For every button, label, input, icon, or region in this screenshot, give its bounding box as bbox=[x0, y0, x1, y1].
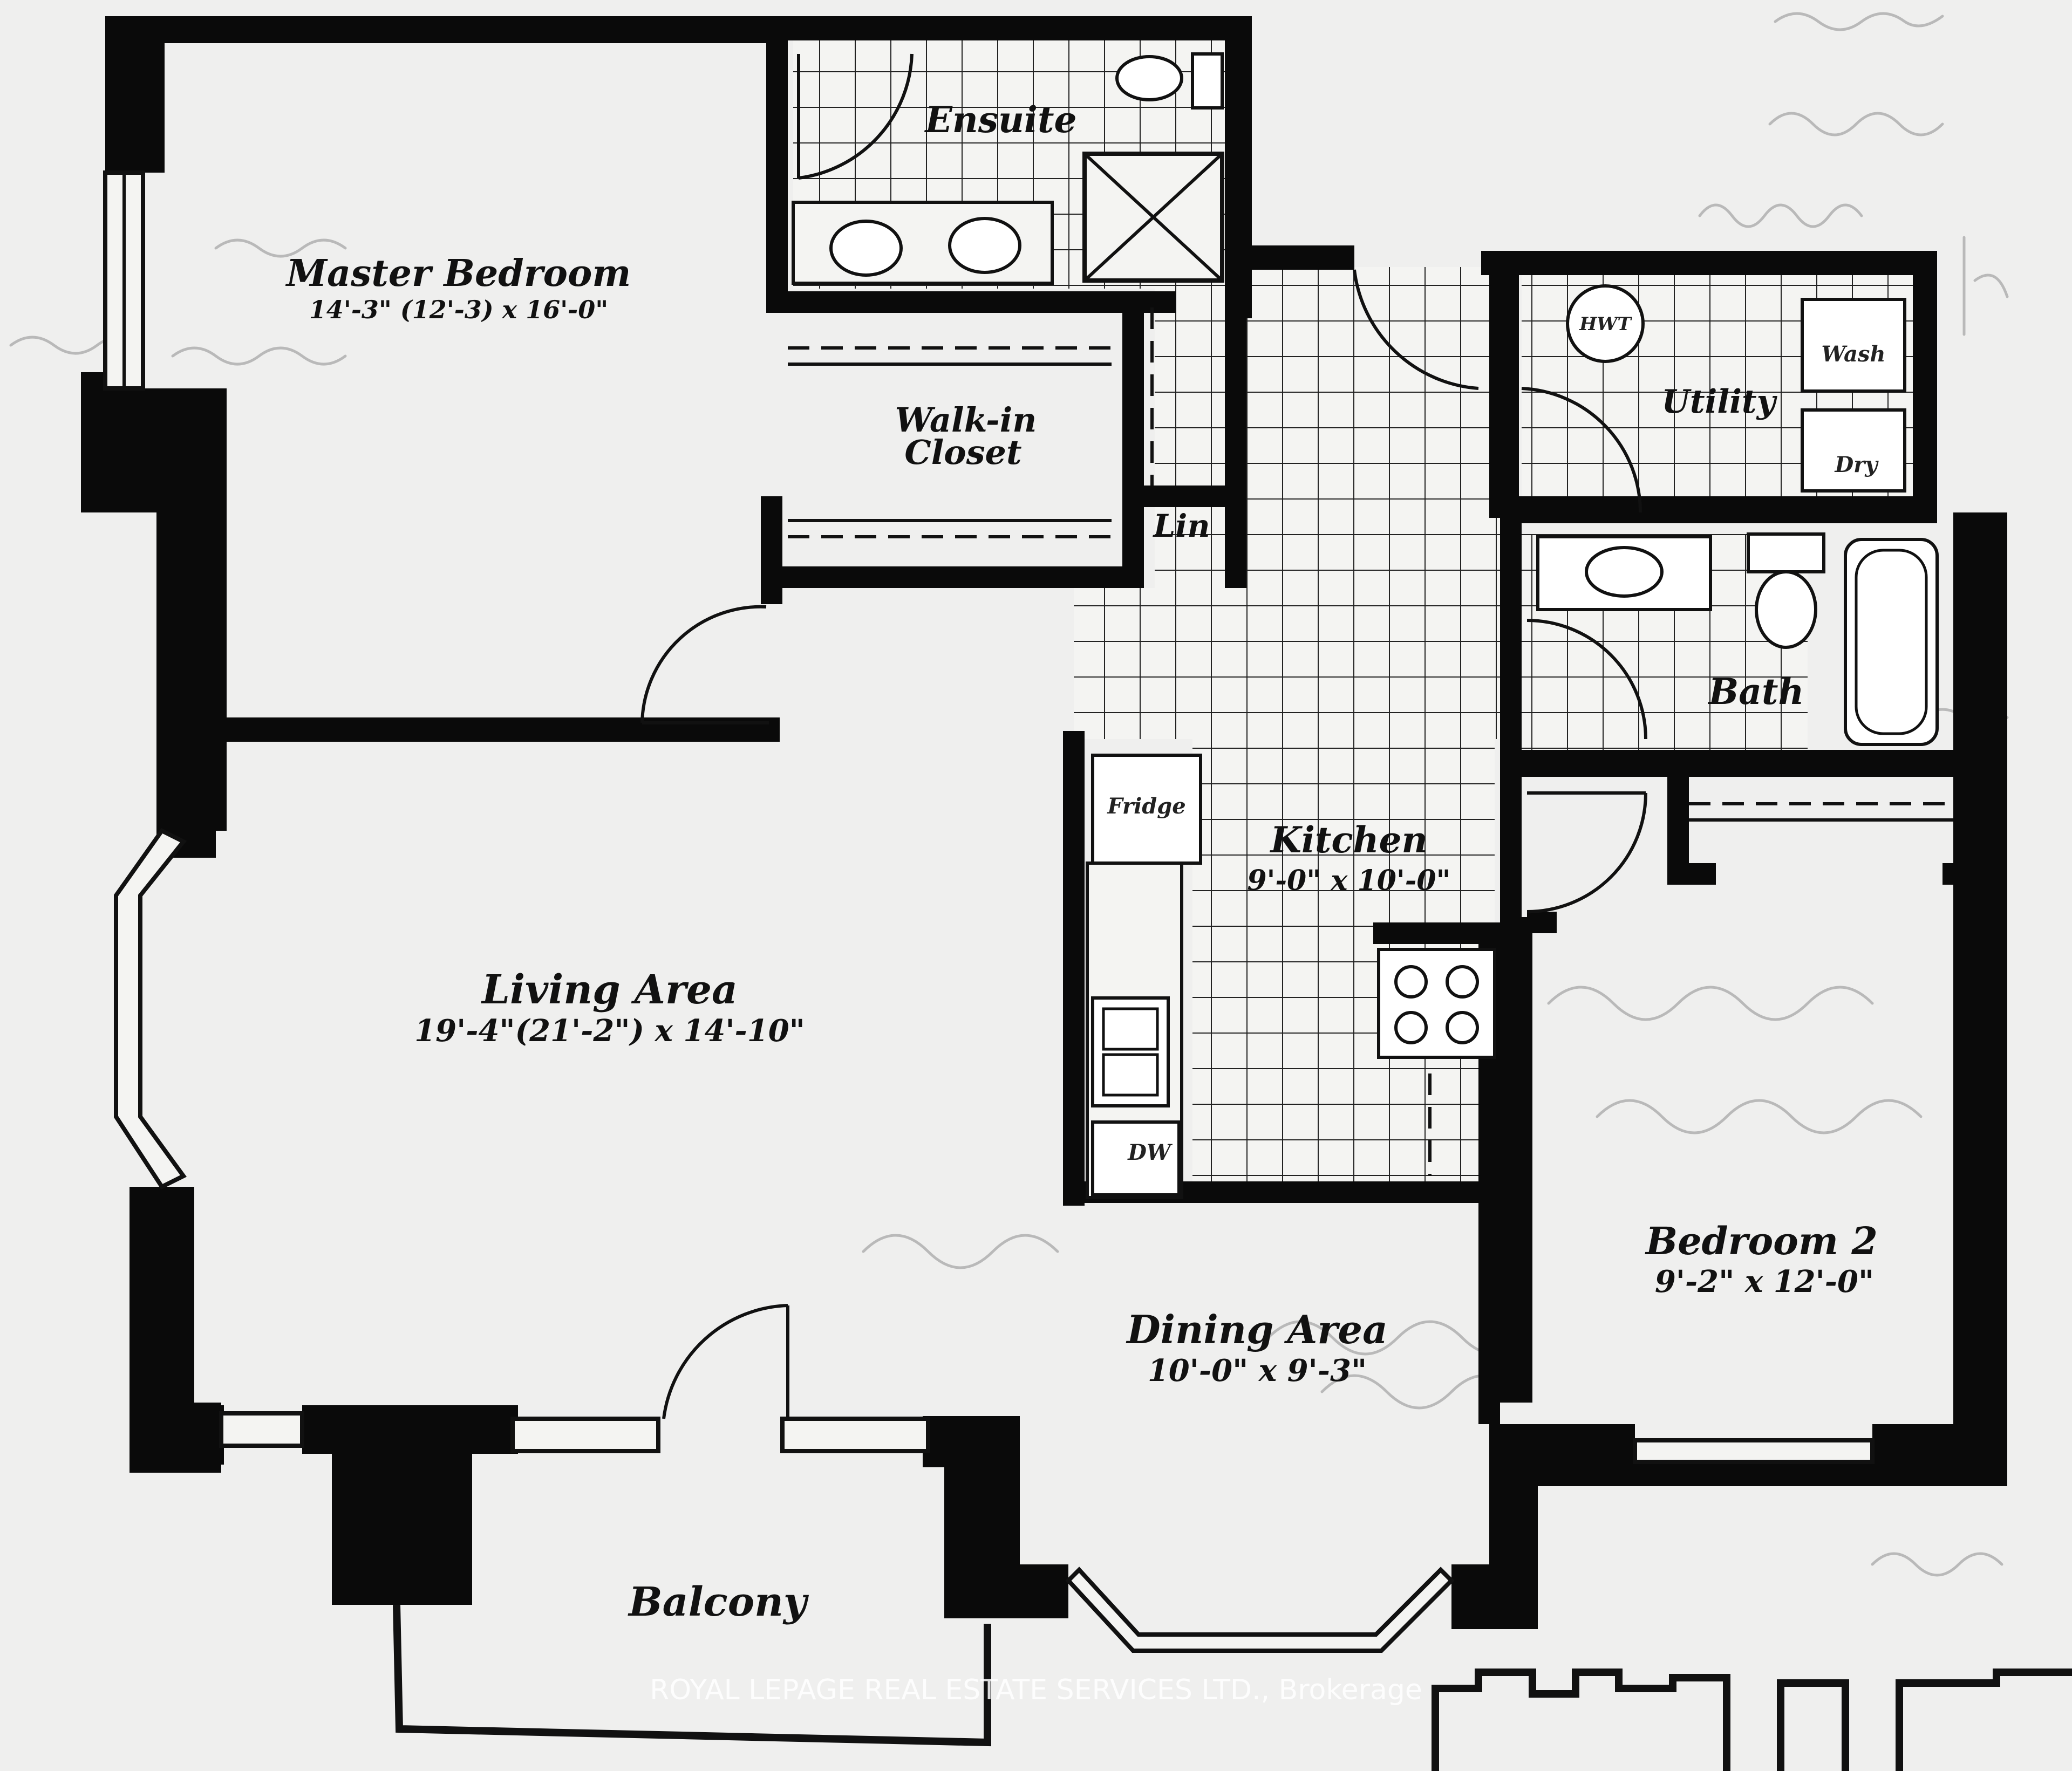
walk-in-closet-name-2: Closet bbox=[904, 433, 1022, 472]
kitchen-fixtures bbox=[1086, 754, 1496, 1199]
bedroom-2-name: Bedroom 2 bbox=[1645, 1219, 1878, 1263]
utility-name: Utility bbox=[1662, 383, 1778, 421]
living-area-name: Living Area bbox=[481, 967, 738, 1013]
wash-label: Wash bbox=[1822, 341, 1886, 367]
dining-area-name: Dining Area bbox=[1126, 1307, 1388, 1352]
door-swings bbox=[640, 53, 1647, 1419]
utility-fixtures bbox=[1566, 284, 1906, 493]
kitchen-dims: 9'-0" x 10'-0" bbox=[1247, 864, 1450, 897]
fridge-label: Fridge bbox=[1107, 794, 1185, 819]
dry-label: Dry bbox=[1834, 452, 1879, 477]
bath-fixtures bbox=[1536, 532, 1939, 746]
kitchen-name: Kitchen bbox=[1269, 819, 1427, 861]
living-area-dims: 19'-4"(21'-2") x 14'-10" bbox=[414, 1013, 805, 1049]
ensuite-name: Ensuite bbox=[924, 99, 1077, 141]
balcony-name: Balcony bbox=[628, 1579, 809, 1625]
neighbour-outline bbox=[1432, 1669, 2072, 1771]
dw-label: DW bbox=[1127, 1140, 1173, 1165]
walk-in-closet-name-1: Walk-in bbox=[895, 400, 1037, 440]
bedroom-2-dims: 9'-2" x 12'-0" bbox=[1655, 1264, 1874, 1300]
dining-area-dims: 10'-0" x 9'-3" bbox=[1148, 1353, 1367, 1389]
hwt-label: HWT bbox=[1579, 313, 1632, 335]
walls bbox=[81, 16, 2007, 1629]
windows bbox=[103, 170, 1875, 1653]
brokerage-watermark: ROYAL LEPAGE REAL ESTATE SERVICES LTD., … bbox=[650, 1674, 1422, 1706]
linen-name: Lin bbox=[1153, 508, 1210, 544]
bath-name: Bath bbox=[1707, 671, 1804, 713]
ensuite-fixtures bbox=[792, 52, 1224, 285]
master-bedroom-name: Master Bedroom bbox=[285, 252, 631, 295]
balcony-railing bbox=[393, 1604, 991, 1747]
master-bedroom-dims: 14'-3" (12'-3) x 16'-0" bbox=[309, 295, 609, 324]
